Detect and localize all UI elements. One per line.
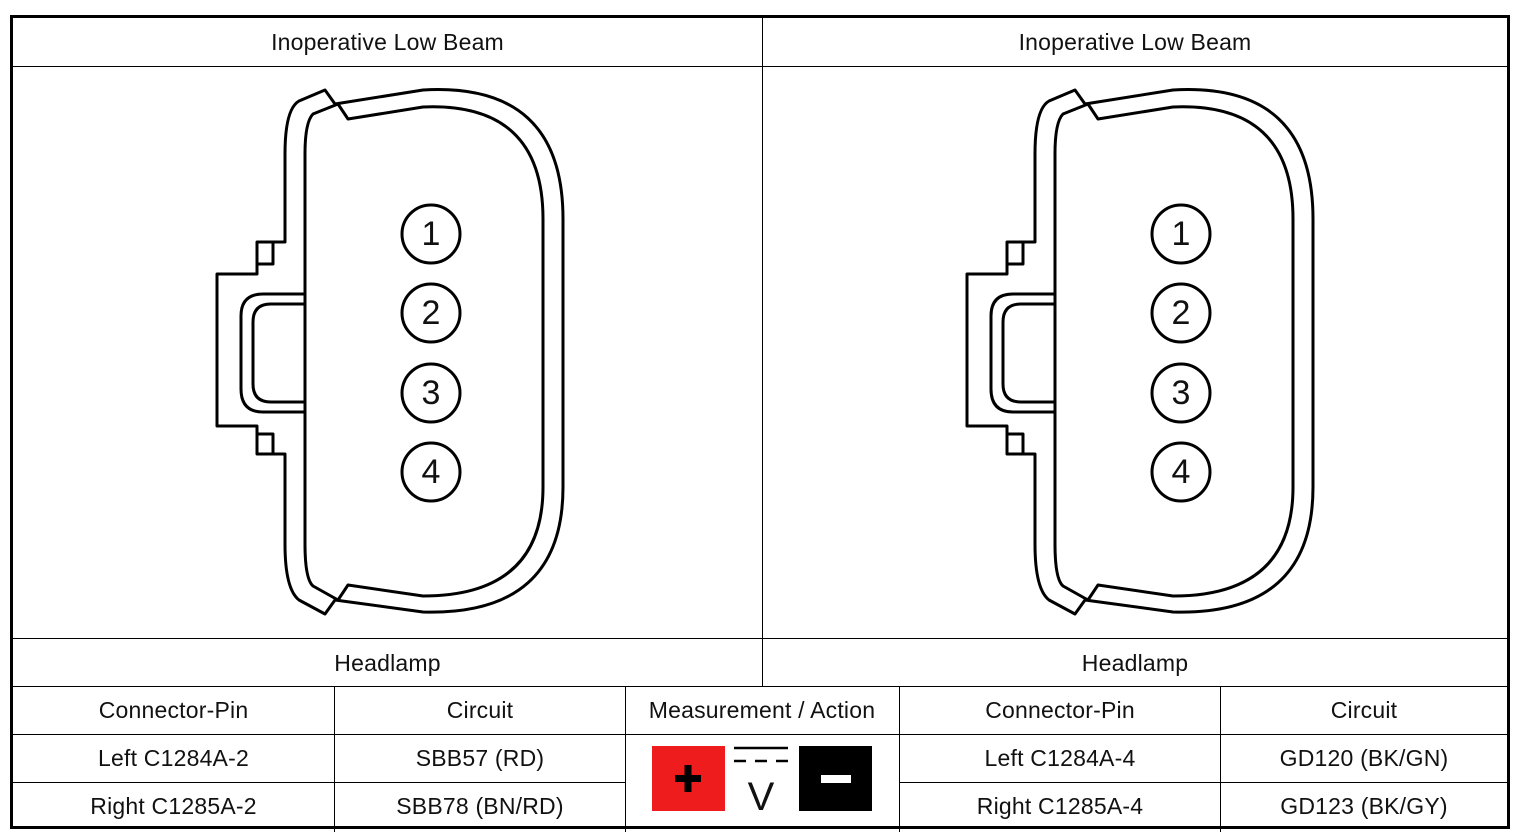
connector-latch: [989, 292, 1055, 414]
pin-1-label: 1: [1172, 215, 1191, 253]
pin-4-circle: [1150, 441, 1212, 503]
pinout-sheet: Inoperative Low Beam Inoperative Low Bea…: [10, 15, 1512, 832]
pin-3-label: 3: [1172, 374, 1191, 412]
header-right-connector-pin: Connector-Pin: [985, 697, 1135, 723]
connector-outer-shell: [965, 88, 1315, 616]
pin-2-label: 2: [1172, 294, 1191, 332]
connector-tab-top: [1005, 242, 1025, 266]
connector-inner-body: [303, 102, 545, 602]
voltage-symbol: V: [748, 775, 775, 819]
grid-line: [762, 18, 763, 686]
connector-tab-top: [255, 242, 275, 266]
connector-latch-inner: [251, 302, 305, 404]
pin-4-circle: [400, 441, 462, 503]
pin-3-circle: [1150, 362, 1212, 424]
right-connector-diagram: 1 2 3 4: [763, 68, 1512, 639]
pin-4-label: 4: [422, 453, 441, 491]
grid-line: [13, 686, 1507, 687]
row2-right-circuit: GD123 (BK/GY): [1280, 792, 1448, 819]
grid-line: [13, 734, 1507, 735]
row1-right-circuit: GD120 (BK/GN): [1279, 744, 1449, 771]
grid-line: [899, 686, 900, 832]
left-diagram-title: Inoperative Low Beam: [271, 28, 504, 55]
pin-2-label: 2: [422, 294, 441, 332]
grid-line: [13, 638, 1507, 639]
left-diagram-caption: Headlamp: [334, 649, 441, 676]
connector-outer-shell: [215, 88, 565, 616]
pin-1-circle: [1150, 203, 1212, 265]
right-connector-svg: 1 2 3 4: [965, 88, 1315, 616]
connector-inner-body: [1053, 102, 1295, 602]
connector-tab-bottom: [255, 432, 275, 454]
pin-3-label: 3: [422, 374, 441, 412]
measurement-icons-svg: V: [652, 746, 872, 819]
grid-line: [334, 686, 335, 832]
right-diagram-title: Inoperative Low Beam: [1018, 28, 1252, 55]
header-left-circuit: Circuit: [446, 697, 514, 723]
connector-latch: [239, 292, 305, 414]
grid-line: [625, 686, 626, 832]
header-right-circuit: Circuit: [1330, 697, 1398, 723]
pin-2-circle: [1150, 282, 1212, 344]
header-left-connector-pin: Connector-Pin: [98, 697, 249, 723]
row1-left-circuit: SBB57 (RD): [415, 744, 545, 771]
pin-1-label: 1: [422, 215, 441, 253]
row2-right-connector-pin: Right C1285A-4: [976, 792, 1144, 819]
left-connector-diagram: 1 2 3 4: [13, 68, 762, 639]
pin-group: 1 2 3 4: [400, 203, 462, 503]
pin-4-label: 4: [1172, 453, 1191, 491]
grid-line: [1220, 686, 1221, 832]
connector-tab-bottom: [1005, 432, 1025, 454]
measurement-action-cell: V: [625, 734, 899, 831]
row1-right-connector-pin: Left C1284A-4: [984, 744, 1136, 771]
row2-left-connector-pin: Right C1285A-2: [90, 792, 257, 819]
pin-group: 1 2 3 4: [1150, 203, 1212, 503]
left-connector-svg: 1 2 3 4: [215, 88, 565, 616]
grid-line: [13, 782, 625, 783]
minus-icon: [799, 746, 872, 811]
pin-2-circle: [400, 282, 462, 344]
plus-icon: [652, 746, 725, 811]
grid-line: [13, 66, 1507, 67]
header-measurement-action: Measurement / Action: [648, 697, 876, 723]
pin-1-circle: [400, 203, 462, 265]
pin-3-circle: [400, 362, 462, 424]
connector-latch-inner: [1001, 302, 1055, 404]
row2-left-circuit: SBB78 (BN/RD): [396, 792, 564, 819]
row1-left-connector-pin: Left C1284A-2: [98, 744, 249, 771]
dc-voltage-icon: V: [734, 746, 788, 819]
grid-line: [900, 782, 1507, 783]
right-diagram-caption: Headlamp: [1081, 649, 1189, 676]
